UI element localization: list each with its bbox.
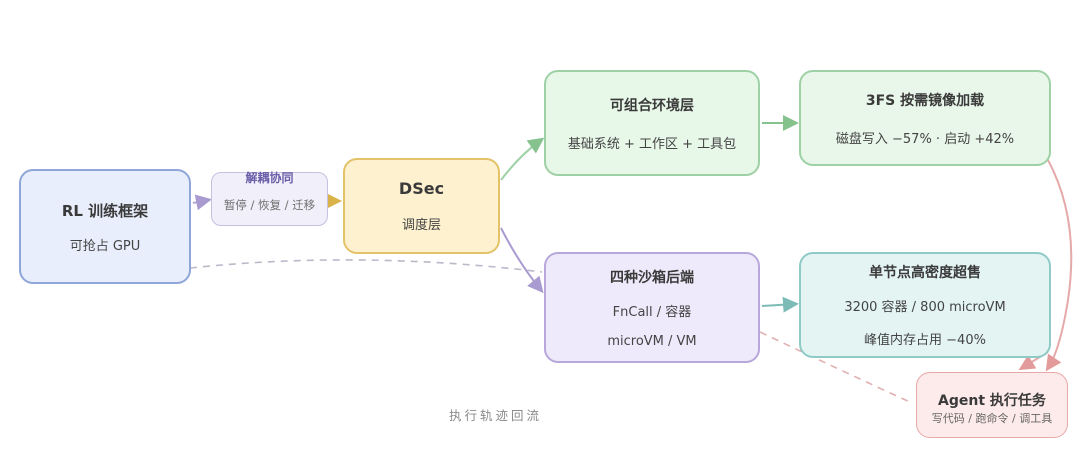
- rl-training-framework-node: RL 训练框架 可抢占 GPU: [19, 169, 191, 284]
- agent-node-title: Agent 执行任务: [938, 393, 1046, 409]
- replay-label: 执行轨迹回流: [449, 408, 543, 423]
- sandbox-node-line2: microVM / VM: [607, 333, 697, 349]
- sandbox-node-line1: FnCall / 容器: [612, 304, 692, 320]
- composable-env-node: 可组合环境层 基础系统 + 工作区 + 工具包: [544, 70, 760, 176]
- 3fs-image-loading-node: 3FS 按需镜像加载 磁盘写入 −57% · 启动 +42%: [799, 70, 1051, 166]
- agent-task-node: Agent 执行任务 写代码 / 跑命令 / 调工具: [916, 372, 1068, 438]
- decouple-node: 解耦协同 暂停 / 恢复 / 迁移: [211, 171, 328, 226]
- decouple-node-title: 解耦协同: [245, 171, 294, 185]
- oversell-node-line2: 峰值内存占用 −40%: [864, 333, 986, 348]
- arrow-3fs-to-agent: [1045, 159, 1073, 372]
- sandbox-node-title: 四种沙箱后端: [610, 269, 694, 286]
- agent-node-subtitle: 写代码 / 跑命令 / 调工具: [931, 412, 1053, 425]
- sandbox-backends-node: 四种沙箱后端 FnCall / 容器 microVM / VM: [544, 252, 760, 363]
- arrow-dsec-to-sandbox: [500, 227, 544, 294]
- dsec-node-subtitle: 调度层: [401, 218, 441, 233]
- dsec-node: DSec 调度层: [343, 158, 500, 254]
- 3fs-node-title: 3FS 按需镜像加载: [865, 92, 985, 109]
- 3fs-node-subtitle: 磁盘写入 −57% · 启动 +42%: [835, 131, 1015, 147]
- rl-node-subtitle: 可抢占 GPU: [69, 238, 141, 254]
- env-node-title: 可组合环境层: [610, 97, 694, 114]
- replay-curve-left: [189, 259, 543, 273]
- arrow-sandbox-to-oversell: [761, 296, 799, 313]
- oversell-node-title: 单节点高密度超售: [869, 265, 981, 281]
- decouple-node-subtitle: 暂停 / 恢复 / 迁移: [223, 198, 316, 212]
- arrow-dsec-to-env: [500, 137, 545, 181]
- arrow-rl-to-decouple: [192, 194, 212, 211]
- dsec-node-title: DSec: [398, 179, 445, 198]
- rl-node-title: RL 训练框架: [61, 201, 149, 220]
- env-node-subtitle: 基础系统 + 工作区 + 工具包: [567, 136, 737, 152]
- oversell-node: 单节点高密度超售 3200 容器 / 800 microVM 峰值内存占用 −4…: [799, 252, 1051, 358]
- oversell-node-line1: 3200 容器 / 800 microVM: [844, 300, 1006, 315]
